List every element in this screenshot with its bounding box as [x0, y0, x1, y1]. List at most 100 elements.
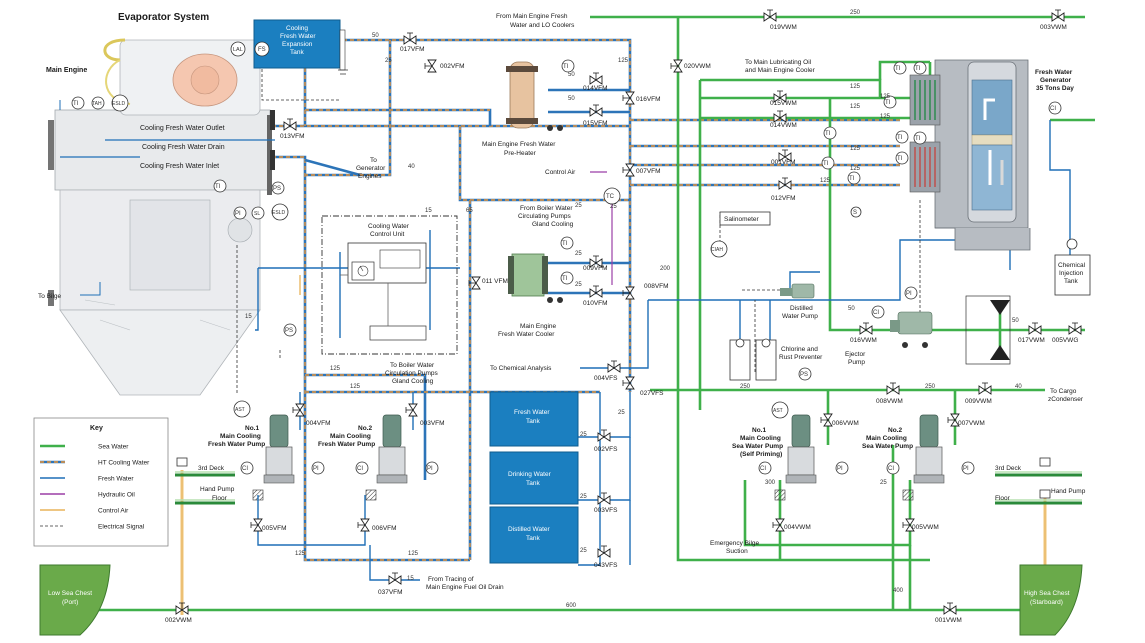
main-engine	[48, 38, 272, 396]
valve-014vwm[interactable]	[773, 110, 787, 123]
valve-004vfs[interactable]	[607, 360, 621, 373]
strainer-4	[902, 489, 914, 501]
valve-009vwm[interactable]	[978, 382, 992, 395]
pipe-size-label: 25	[880, 480, 887, 486]
ejector-pump	[890, 311, 933, 348]
svg-text:CI: CI	[888, 466, 894, 472]
valve-010vfm[interactable]	[589, 285, 603, 298]
valve-012vfm[interactable]	[778, 177, 792, 190]
svg-text:PS: PS	[285, 328, 293, 334]
valve-020vwm[interactable]	[670, 59, 683, 73]
expansion-tank-label-2: Fresh Water	[280, 33, 316, 40]
valve-037vfm[interactable]	[388, 572, 402, 585]
pipe-size-label: 125	[850, 84, 861, 90]
valve-002vfs[interactable]	[597, 429, 611, 442]
sw-pump-1-label-4: (Self Priming)	[740, 451, 782, 458]
valve-014vfm[interactable]	[589, 72, 603, 85]
valve-003vfm[interactable]	[405, 403, 418, 417]
fresh-tank-label-1: Fresh Water	[514, 409, 550, 416]
valve-001vfm[interactable]	[778, 149, 792, 162]
valve-008vfm[interactable]	[622, 286, 635, 300]
pipe-size-label: 15	[245, 314, 252, 320]
valve-label: 011 VFM	[482, 278, 508, 285]
valve-005vfm[interactable]	[250, 518, 263, 532]
valve-019vwm[interactable]	[763, 9, 777, 22]
valve-label: 001VWM	[935, 617, 962, 624]
valve-label: 003VFS	[594, 507, 618, 514]
valve-015vwm[interactable]	[773, 90, 787, 103]
valve-label: 043VFS	[594, 562, 618, 569]
svg-text:TI: TI	[885, 100, 891, 106]
valve-007vwm[interactable]	[947, 413, 960, 427]
fwg-label-1: Fresh Water	[1035, 69, 1073, 76]
svg-text:PI: PI	[427, 466, 433, 472]
pipe-size-label: 25	[575, 251, 582, 257]
valve-013vfm[interactable]	[283, 118, 297, 131]
valve-006vwm[interactable]	[820, 413, 833, 427]
preheater-ti	[561, 59, 575, 73]
control-air-label: Control Air	[545, 169, 576, 176]
distilled-water-pump	[780, 283, 815, 299]
svg-text:LAL: LAL	[233, 47, 243, 53]
sw-pump-2-label-1: No.2	[888, 427, 902, 434]
drinking-tank-label-2: Tank	[526, 480, 540, 487]
fw-pump-2-label-3: Fresh Water Pump	[318, 441, 375, 448]
cooler-ti-2	[560, 271, 574, 285]
distilled-water-tank	[489, 506, 579, 564]
pipe-size-label: 25	[575, 203, 582, 209]
sw-pump-2-label-3: Sea Water Pump	[862, 443, 913, 450]
key-item-label: Hydraulic Oil	[98, 492, 135, 499]
valve-004vfm[interactable]	[292, 403, 305, 417]
valve-003vfs[interactable]	[597, 492, 611, 505]
fw-pump-suction	[257, 495, 366, 546]
valve-016vwm[interactable]	[859, 322, 873, 335]
valve-009vfm[interactable]	[589, 255, 603, 268]
expansion-tank	[253, 19, 348, 75]
pipe-size-label: 40	[408, 164, 415, 170]
high-sea-chest-label-2: (Starboard)	[1030, 599, 1063, 606]
pipe-size-label: 200	[660, 266, 671, 272]
valve-006vfm[interactable]	[357, 518, 370, 532]
svg-text:PI: PI	[963, 466, 969, 472]
valve-017vfm[interactable]	[403, 32, 417, 45]
drinking-water-tank	[489, 451, 579, 505]
key-title: Key	[90, 425, 103, 432]
key-item-label: Sea Water	[98, 444, 129, 451]
fw-pump-1-label-2: Main Cooling	[220, 433, 261, 440]
svg-text:TI: TI	[562, 241, 568, 247]
control-unit-label-1: Cooling Water	[368, 223, 410, 230]
valve-002vwm[interactable]	[175, 602, 189, 615]
valve-015vfm[interactable]	[589, 104, 603, 117]
valve-001vwm[interactable]	[943, 602, 957, 615]
valve-label: 010VFM	[583, 300, 608, 307]
from-tracing-label-2: Main Engine Fuel Oil Drain	[426, 584, 504, 591]
salinometer-label: Salinometer	[724, 216, 760, 223]
chem-tank-label-2: Injection	[1059, 270, 1084, 277]
to-generator-label-1: To	[370, 157, 377, 164]
svg-text:PI: PI	[313, 466, 319, 472]
valve-003vwm[interactable]	[1051, 9, 1065, 22]
deck-lines-right	[995, 471, 1082, 505]
valve-005vwg[interactable]	[1068, 322, 1082, 335]
svg-text:PI: PI	[235, 211, 241, 217]
valve-016vfm[interactable]	[622, 91, 635, 105]
fw-cooler-label-1: Main Engine	[520, 323, 557, 330]
high-sea-chest	[1019, 564, 1083, 636]
valve-043vfs[interactable]	[597, 545, 611, 558]
svg-text:FS: FS	[258, 47, 266, 53]
valve-027vfs[interactable]	[622, 376, 635, 390]
valve-004vwm[interactable]	[772, 518, 785, 532]
svg-text:AST: AST	[235, 407, 245, 413]
svg-text:CI: CI	[760, 466, 766, 472]
hand-pump-right-body	[1039, 457, 1051, 467]
valve-005vwm[interactable]	[902, 518, 915, 532]
valve-007vfm[interactable]	[622, 163, 635, 177]
fresh-water-generator	[909, 59, 1031, 251]
svg-text:TI: TI	[823, 161, 829, 167]
valve-008vwm[interactable]	[886, 382, 900, 395]
valve-017vwm[interactable]	[1028, 322, 1042, 335]
hydraulic-oil-lines	[590, 171, 613, 285]
valve-011vfm[interactable]	[468, 276, 481, 290]
valve-002vfm[interactable]	[424, 59, 437, 73]
